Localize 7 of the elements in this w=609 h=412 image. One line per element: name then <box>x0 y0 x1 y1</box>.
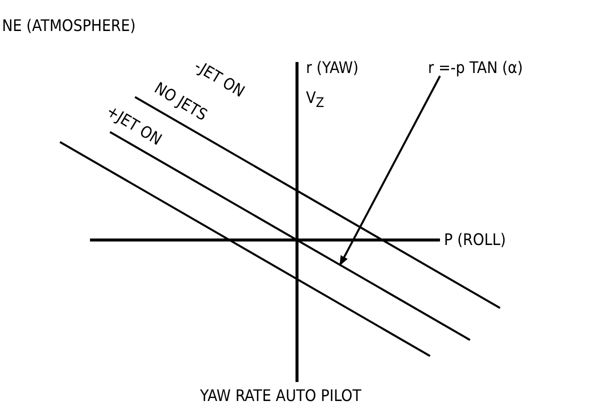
plot-title: NE (ATMOSPHERE) <box>2 18 136 34</box>
axis-label: P (ROLL) <box>444 232 506 248</box>
axis-label: V$_{Z}$ <box>306 90 324 111</box>
axis-label: r (YAW) <box>306 60 358 76</box>
leader-arrow <box>339 76 441 266</box>
equation-label: r =-p TAN (α) <box>428 60 523 76</box>
plot-caption: YAW RATE AUTO PILOT <box>200 388 362 404</box>
